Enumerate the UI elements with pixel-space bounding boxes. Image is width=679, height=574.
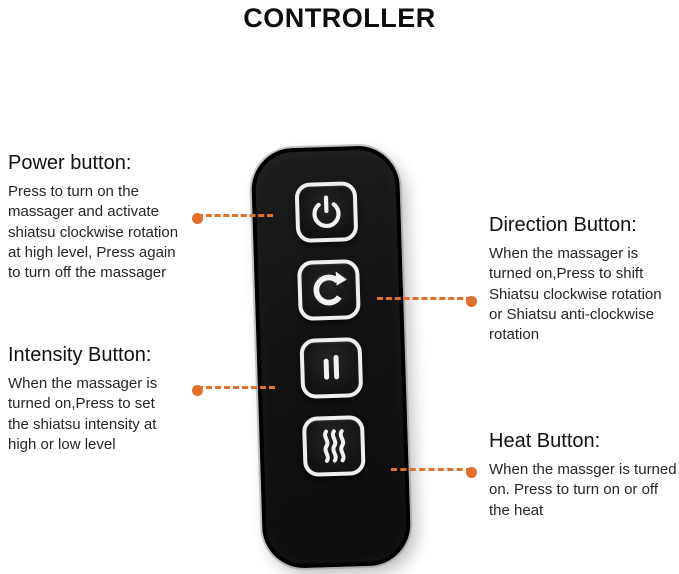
annotation-power-body: Press to turn on the massager and activa… — [8, 183, 179, 281]
remote-control — [250, 144, 412, 570]
connector-dot — [192, 385, 203, 396]
intensity-button — [299, 337, 364, 399]
page-title: CONTROLLER — [243, 3, 436, 33]
intensity-bars-icon — [323, 354, 340, 380]
connector-heat — [391, 467, 477, 478]
annotation-intensity: Intensity Button: When the massager is t… — [8, 344, 196, 455]
power-icon — [312, 195, 341, 228]
annotation-heat-body: When the massger is turned on. Press to … — [489, 461, 677, 519]
annotation-direction: Direction Button: When the massager is t… — [489, 214, 677, 345]
annotation-intensity-heading: Intensity Button: — [8, 344, 152, 366]
connector-dot — [466, 296, 477, 307]
direction-button — [296, 259, 361, 321]
connector-dot — [192, 213, 203, 224]
connector-direction — [377, 296, 477, 307]
rotate-arrow-icon — [313, 271, 347, 306]
annotation-heat-heading: Heat Button: — [489, 430, 601, 452]
annotation-heat: Heat Button: When the massger is turned … — [489, 430, 679, 521]
power-button — [294, 181, 359, 244]
annotation-direction-heading: Direction Button: — [489, 214, 637, 236]
annotation-intensity-body: When the massager is turned on,Press to … — [8, 375, 158, 453]
connector-power — [192, 213, 273, 224]
heat-button — [301, 414, 366, 477]
annotation-direction-body: When the massager is turned on,Press to … — [489, 245, 662, 343]
connector-dot — [466, 467, 477, 478]
annotation-power-heading: Power button: — [8, 152, 132, 174]
connector-intensity — [192, 385, 275, 396]
annotation-power: Power button: Press to turn on the massa… — [8, 152, 196, 283]
heat-waves-icon — [323, 429, 346, 463]
